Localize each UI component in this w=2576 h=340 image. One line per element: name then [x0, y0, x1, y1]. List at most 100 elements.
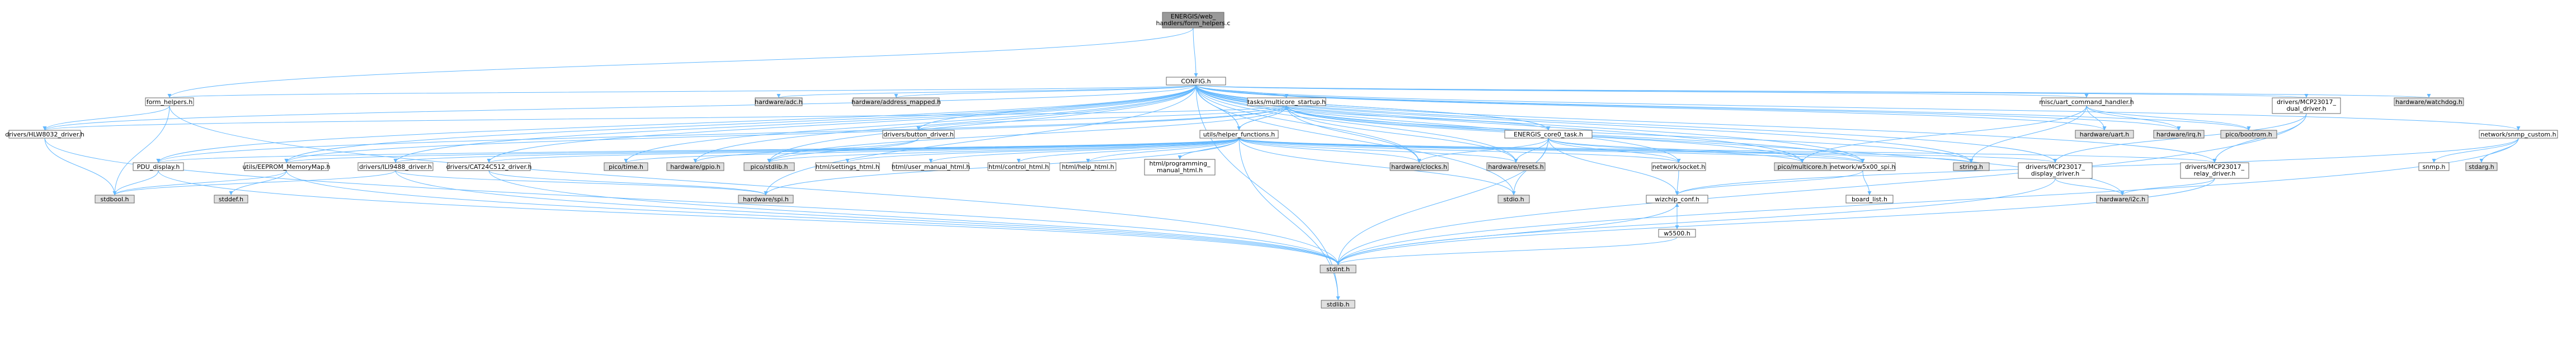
node-label: stdint.h	[1326, 266, 1350, 273]
node-cat24[interactable]: drivers/CAT24C512_driver.h	[446, 162, 532, 171]
node-stdint[interactable]: stdint.h	[1320, 265, 1357, 273]
node-pico-bootrom[interactable]: pico/bootrom.h	[2220, 130, 2277, 139]
node-box	[2418, 162, 2450, 171]
include-edge	[1548, 138, 1865, 163]
node-root: ENERGIS/web_handlers/form_helpers.c	[1156, 12, 1230, 29]
node-ilI9488[interactable]: drivers/ILI9488_driver.h	[357, 162, 434, 171]
node-mcp-display[interactable]: drivers/MCP23017_display_driver.h	[2018, 162, 2093, 179]
node-hw-resets[interactable]: hardware/resets.h	[1486, 162, 1546, 171]
node-html-help[interactable]: html/help_html.h	[1059, 162, 1117, 171]
node-html-settings[interactable]: html/settings_html.h	[815, 162, 880, 171]
node-hw-adc[interactable]: hardware/adc.h	[755, 97, 803, 106]
node-hw-gpio[interactable]: hardware/gpio.h	[666, 162, 724, 171]
node-pico-stdlib[interactable]: pico/stdlib.h	[743, 162, 795, 171]
node-eeprom[interactable]: utils/EEPROM_MemoryMap.h	[242, 162, 331, 171]
include-edge	[1195, 84, 2431, 98]
node-box	[1390, 162, 1449, 171]
include-edge	[1417, 138, 1549, 163]
node-hw-spi[interactable]: hardware/spi.h	[738, 195, 794, 204]
include-edge	[43, 105, 170, 131]
node-mcp-relay[interactable]: drivers/MCP23017_relay_driver.h	[2180, 162, 2249, 179]
node-box	[1162, 12, 1225, 29]
node-hw-i2c[interactable]: hardware/i2c.h	[2096, 195, 2149, 204]
node-label: network/snmp_custom.h	[2480, 131, 2556, 138]
node-box	[133, 162, 184, 171]
node-stdbool[interactable]: stdbool.h	[95, 195, 135, 204]
node-multicore-startup[interactable]: tasks/multicore_startup.h	[1247, 97, 1326, 106]
include-edge	[1238, 138, 1518, 163]
include-edge	[112, 105, 170, 196]
node-box	[815, 162, 880, 171]
include-edge	[1548, 138, 1805, 163]
include-edge	[1336, 202, 1678, 266]
node-box	[2041, 97, 2132, 106]
node-pico-multicore[interactable]: pico/multicore.h	[1774, 162, 1831, 171]
node-wizchip-conf[interactable]: wizchip_conf.h	[1646, 195, 1708, 204]
node-board-list[interactable]: board_list.h	[1845, 195, 1894, 204]
node-label: hardware/irq.h	[2156, 131, 2201, 138]
node-form-helpers-h[interactable]: form_helpers.h	[145, 97, 194, 106]
node-label: PDU_display.h	[137, 163, 180, 171]
node-network-w5x00[interactable]: network/w5x00_spi.h	[1830, 162, 1896, 171]
include-edge	[1675, 138, 2519, 196]
node-energis-core[interactable]: ENERGIS_core0_task.h	[1504, 130, 1593, 139]
node-network-socket[interactable]: network/socket.h	[1651, 162, 1706, 171]
node-box	[145, 97, 194, 106]
node-stdarg[interactable]: stdarg.h	[2465, 162, 2498, 171]
include-edge	[929, 138, 1240, 163]
node-box	[743, 162, 795, 171]
include-edge	[1336, 178, 2056, 266]
node-html-programming[interactable]: html/programming_manual_html.h	[1144, 159, 1216, 176]
node-stdio[interactable]: stdio.h	[1497, 195, 1530, 204]
include-edge	[1194, 84, 1240, 131]
include-edge	[1336, 113, 2307, 266]
node-html-user-manual[interactable]: html/user_manual_html.h	[892, 162, 971, 171]
node-label: html/user_manual_html.h	[892, 163, 971, 171]
node-pdu-display[interactable]: PDU_display.h	[133, 162, 184, 171]
node-hw-addr[interactable]: hardware/address_mapped.h	[851, 97, 941, 106]
include-edge	[1195, 84, 2521, 131]
node-misc-uart[interactable]: misc/uart_command_handler.h	[2039, 97, 2134, 106]
node-label: CONFIG.h	[1181, 78, 1211, 85]
node-box	[892, 162, 969, 171]
node-button-driver[interactable]: drivers/button_driver.h	[882, 130, 955, 139]
include-edge	[1016, 138, 1240, 163]
include-edge	[112, 170, 396, 196]
node-label: hardware/clocks.h	[1391, 163, 1447, 171]
node-box	[357, 162, 434, 171]
node-box	[2465, 162, 2498, 171]
include-edge	[1195, 84, 2181, 131]
include-edge	[1514, 138, 1549, 163]
node-label: pico/stdlib.h	[750, 163, 788, 171]
node-html-control[interactable]: html/control_html.h	[987, 162, 1050, 171]
node-label: hardware/gpio.h	[670, 163, 720, 171]
node-box	[1144, 159, 1216, 176]
node-hlw8032[interactable]: drivers/HLW8032_driver.h	[5, 130, 84, 139]
node-stddef[interactable]: stddef.h	[214, 195, 248, 204]
node-config[interactable]: CONFIG.h	[1166, 77, 1226, 86]
include-edge	[393, 84, 1197, 163]
node-string-h[interactable]: string.h	[1953, 162, 1990, 171]
include-edge	[1195, 84, 1518, 163]
node-box	[604, 162, 648, 171]
node-hw-irq[interactable]: hardware/irq.h	[2153, 130, 2205, 139]
include-edge	[1195, 84, 2107, 131]
node-pico-time[interactable]: pico/time.h	[604, 162, 648, 171]
node-box	[447, 162, 531, 171]
node-helper-functions[interactable]: utils/helper_functions.h	[1199, 130, 1279, 139]
node-stdlib[interactable]: stdlib.h	[1321, 300, 1355, 309]
include-edge	[2086, 105, 2107, 131]
node-snmp-h[interactable]: snmp.h	[2418, 162, 2450, 171]
node-w5500[interactable]: w5500.h	[1658, 229, 1696, 238]
node-hw-clocks[interactable]: hardware/clocks.h	[1390, 162, 1449, 171]
include-edge	[167, 27, 1194, 98]
node-box	[2018, 162, 2093, 179]
include-edge	[1336, 138, 1549, 266]
node-box	[987, 162, 1050, 171]
node-mcp-dual[interactable]: drivers/MCP23017_dual_driver.h	[2272, 97, 2341, 114]
node-label: form_helpers.h	[147, 98, 192, 106]
node-hw-uart[interactable]: hardware/uart.h	[2075, 130, 2134, 139]
node-snmp-custom[interactable]: network/snmp_custom.h	[2479, 130, 2558, 139]
include-edge	[43, 84, 1197, 131]
node-hw-watchdog[interactable]: hardware/watchdog.h	[2394, 97, 2464, 106]
